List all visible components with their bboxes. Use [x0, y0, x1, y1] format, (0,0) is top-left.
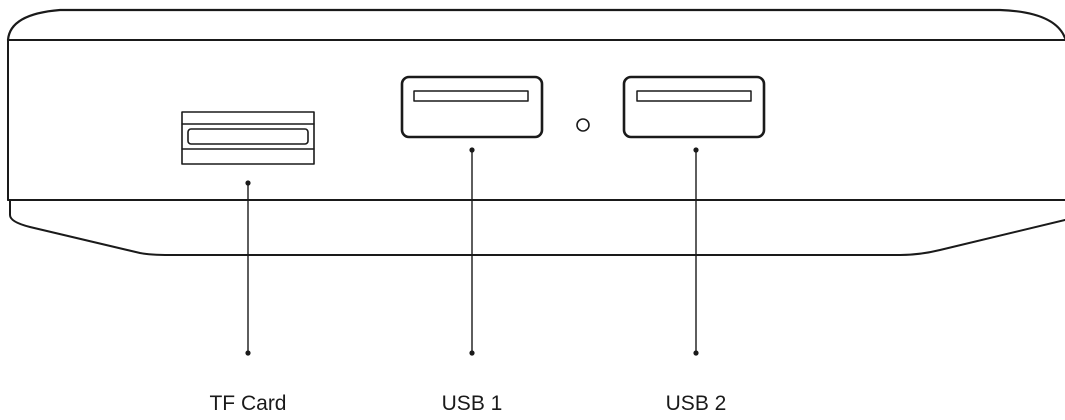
usb1-port-tongue — [413, 90, 529, 102]
callout-tf-card — [245, 180, 251, 356]
device-base — [9, 199, 1065, 256]
label-tf-card: TF Card — [209, 392, 286, 415]
tf-slot-opening — [187, 128, 309, 145]
tf-slot-outer — [181, 111, 315, 165]
usb1-port — [400, 75, 544, 139]
callout-usb1 — [469, 147, 475, 356]
label-usb1: USB 1 — [442, 392, 503, 415]
device-body — [6, 8, 1065, 256]
usb2-port-tongue — [636, 90, 752, 102]
device-front-face — [7, 39, 1065, 201]
callout-usb2 — [693, 147, 699, 356]
usb1-port-outer — [400, 75, 544, 139]
device-top-edge — [6, 8, 1065, 42]
label-usb2: USB 2 — [666, 392, 727, 415]
tf-card-slot — [181, 111, 315, 165]
usb2-port — [622, 75, 766, 139]
led-indicator — [576, 118, 590, 132]
usb2-port-outer — [622, 75, 766, 139]
